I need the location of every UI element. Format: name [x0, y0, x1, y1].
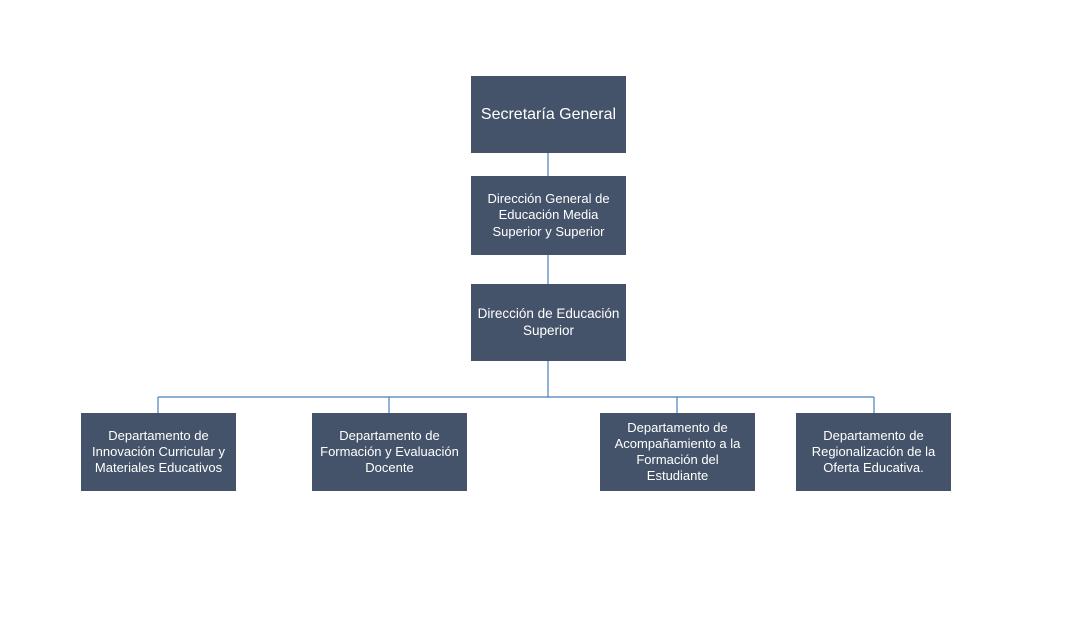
node-label: Dirección General de Educación Media Sup… — [487, 191, 610, 239]
node-label: Departamento de Acompañamiento a la Form… — [614, 419, 741, 484]
node-direccion-general: Dirección General de Educación Media Sup… — [471, 176, 626, 255]
node-departamento-formacion-evaluacion: Departamento de Formación y Evaluación D… — [312, 413, 467, 491]
node-departamento-innovacion-curricular: Departamento de Innovación Curricular y … — [81, 413, 236, 491]
node-label: Departamento de Formación y Evaluación D… — [320, 427, 459, 476]
node-label: Departamento de Regionalización de la Of… — [811, 427, 936, 476]
node-departamento-acompanamiento: Departamento de Acompañamiento a la Form… — [600, 413, 755, 491]
node-label: Dirección de Educación Superior — [477, 305, 620, 338]
node-label: Secretaría General — [480, 105, 617, 123]
node-secretaria-general: Secretaría General — [471, 76, 626, 153]
node-departamento-regionalizacion: Departamento de Regionalización de la Of… — [796, 413, 951, 491]
node-direccion-educacion-superior: Dirección de Educación Superior — [471, 284, 626, 361]
node-label: Departamento de Innovación Curricular y … — [92, 427, 225, 476]
